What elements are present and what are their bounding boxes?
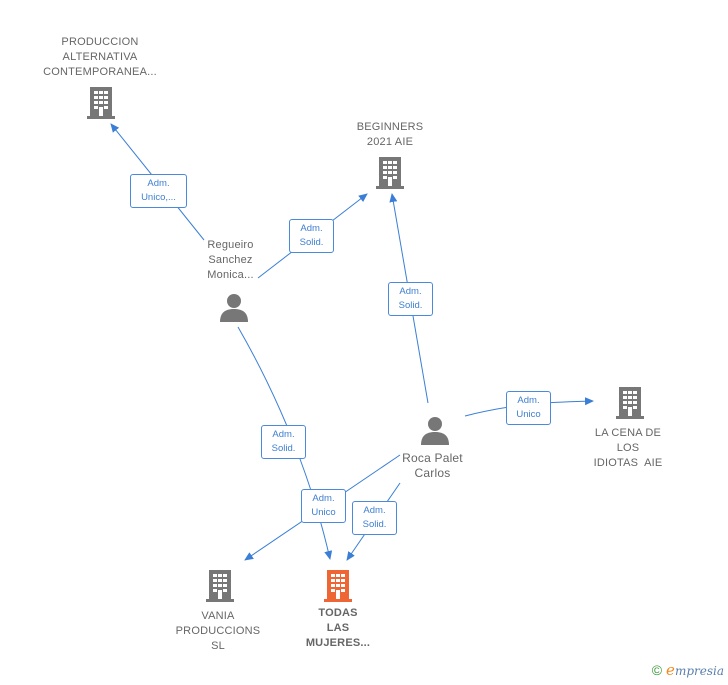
brand-logo-initial: e xyxy=(666,661,675,679)
person-icon[interactable] xyxy=(219,292,249,322)
node-label-la-cena: LA CENA DE LOS IDIOTAS AIE xyxy=(593,427,663,469)
node-label-beginners: BEGINNERS 2021 AIE xyxy=(356,121,424,148)
building-icon[interactable] xyxy=(375,155,405,190)
empresia-watermark: ©empresia xyxy=(652,661,724,679)
edge-label-regueiro-beginners[interactable]: Adm. Solid. xyxy=(289,219,334,253)
edge-label-roca-vania[interactable]: Adm. Unico xyxy=(301,489,346,523)
building-icon[interactable] xyxy=(615,385,645,420)
building-icon[interactable] xyxy=(205,568,235,603)
edge-label-regueiro-todas[interactable]: Adm. Solid. xyxy=(261,425,306,459)
node-label-todas: TODAS LAS MUJERES... xyxy=(305,607,371,649)
building-icon[interactable] xyxy=(86,85,116,120)
copyright-icon: © xyxy=(651,662,663,678)
person-icon[interactable] xyxy=(420,415,450,445)
edge-label-regueiro-produccion[interactable]: Adm. Unico,... xyxy=(130,174,187,208)
node-label-produccion: PRODUCCION ALTERNATIVA CONTEMPORANEA... xyxy=(43,36,157,78)
edge-label-roca-beginners[interactable]: Adm. Solid. xyxy=(388,282,433,316)
node-label-vania: VANIA PRODUCCIONS SL xyxy=(175,610,261,652)
node-label-roca: Roca Palet Carlos xyxy=(402,451,463,480)
edge-label-roca-todas[interactable]: Adm. Solid. xyxy=(352,501,397,535)
node-label-regueiro: Regueiro Sanchez Monica... xyxy=(207,239,254,281)
building-icon[interactable] xyxy=(323,568,353,603)
brand-logo-text: mpresia xyxy=(674,664,724,678)
edge-label-roca-la-cena[interactable]: Adm. Unico xyxy=(506,391,551,425)
